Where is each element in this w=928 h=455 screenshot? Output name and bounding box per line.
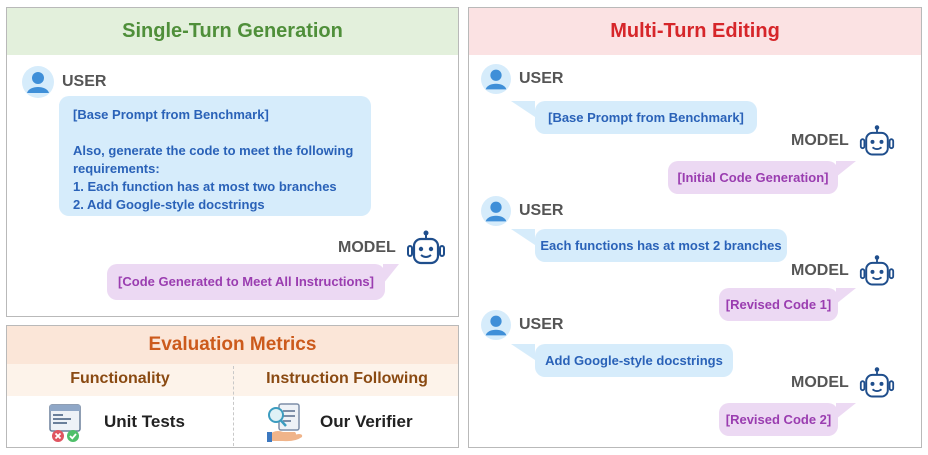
single-turn-panel: Single-Turn Generation USER [Base Prompt… bbox=[6, 7, 459, 317]
evaluation-panel: Evaluation Metrics Functionality Instruc… bbox=[6, 325, 459, 448]
instruction-following-heading: Instruction Following bbox=[266, 370, 428, 387]
multi-turn-title: Multi-Turn Editing bbox=[610, 20, 780, 42]
turn2-model: MODEL bbox=[791, 254, 895, 288]
response-bubble: [Code Generated to Meet All Instructions… bbox=[107, 264, 385, 300]
single-turn-user: USER bbox=[22, 66, 106, 98]
turn2-model-text: [Revised Code 1] bbox=[725, 296, 832, 312]
model-label: MODEL bbox=[791, 132, 849, 149]
user-avatar-icon bbox=[22, 66, 54, 98]
turn1-user-bubble: [Base Prompt from Benchmark] bbox=[535, 101, 757, 134]
turn2-user-text: Each functions has at most 2 branches bbox=[540, 237, 782, 253]
user-label: USER bbox=[62, 73, 107, 90]
robot-icon bbox=[859, 255, 894, 286]
bubble-tail bbox=[511, 101, 535, 117]
turn3-model: MODEL bbox=[791, 366, 895, 400]
prompt-body: Also, generate the code to meet the foll… bbox=[73, 143, 354, 212]
bubble-tail bbox=[511, 344, 535, 360]
model-label: MODEL bbox=[338, 239, 396, 256]
user-label: USER bbox=[519, 202, 564, 219]
turn1-model-bubble: [Initial Code Generation] bbox=[668, 161, 838, 194]
turn3-user: USER bbox=[481, 310, 563, 340]
evaluation-header: Evaluation Metrics bbox=[7, 326, 458, 364]
turn1-user-text: [Base Prompt from Benchmark] bbox=[548, 109, 744, 125]
test-window-icon bbox=[49, 404, 81, 442]
user-avatar-icon bbox=[481, 196, 511, 226]
turn1-model-text: [Initial Code Generation] bbox=[677, 169, 829, 185]
turn1-model: MODEL bbox=[791, 124, 895, 158]
multi-turn-panel: Multi-Turn Editing USER [Base Prompt fro… bbox=[468, 7, 922, 448]
model-label: MODEL bbox=[791, 374, 849, 391]
bubble-tail bbox=[836, 403, 856, 419]
user-label: USER bbox=[519, 316, 564, 333]
turn1-user: USER bbox=[481, 64, 563, 94]
bubble-tail bbox=[836, 288, 856, 304]
bubble-tail bbox=[511, 229, 535, 245]
prompt-bubble: [Base Prompt from Benchmark] Also, gener… bbox=[59, 96, 371, 216]
user-label: USER bbox=[519, 70, 564, 87]
evaluation-title: Evaluation Metrics bbox=[148, 334, 317, 355]
verifier-label: Our Verifier bbox=[320, 412, 413, 431]
bubble-tail bbox=[836, 161, 856, 177]
model-label: MODEL bbox=[791, 262, 849, 279]
sub-header-row bbox=[7, 364, 458, 396]
robot-icon bbox=[406, 230, 445, 265]
turn3-model-text: [Revised Code 2] bbox=[725, 411, 832, 427]
turn2-user: USER bbox=[481, 196, 563, 226]
turn3-user-text: Add Google-style docstrings bbox=[545, 352, 723, 368]
document-check-icon bbox=[267, 403, 303, 442]
bubble-tail bbox=[383, 264, 399, 284]
response-text: [Code Generated to Meet All Instructions… bbox=[118, 274, 374, 289]
robot-icon bbox=[859, 125, 894, 156]
single-turn-title: Single-Turn Generation bbox=[122, 20, 343, 42]
user-avatar-icon bbox=[481, 310, 511, 340]
single-turn-header: Single-Turn Generation bbox=[7, 8, 458, 55]
turn3-user-bubble: Add Google-style docstrings bbox=[535, 344, 733, 377]
single-turn-model: MODEL bbox=[338, 230, 446, 266]
turn3-model-bubble: [Revised Code 2] bbox=[719, 403, 838, 436]
prompt-line1: [Base Prompt from Benchmark] bbox=[73, 107, 269, 122]
functionality-heading: Functionality bbox=[70, 370, 170, 387]
turn2-user-bubble: Each functions has at most 2 branches bbox=[535, 229, 787, 262]
user-avatar-icon bbox=[481, 64, 511, 94]
metrics-divider bbox=[233, 366, 234, 446]
turn2-model-bubble: [Revised Code 1] bbox=[719, 288, 838, 321]
multi-turn-header: Multi-Turn Editing bbox=[469, 8, 921, 55]
unit-tests-label: Unit Tests bbox=[104, 412, 185, 431]
robot-icon bbox=[859, 367, 894, 398]
